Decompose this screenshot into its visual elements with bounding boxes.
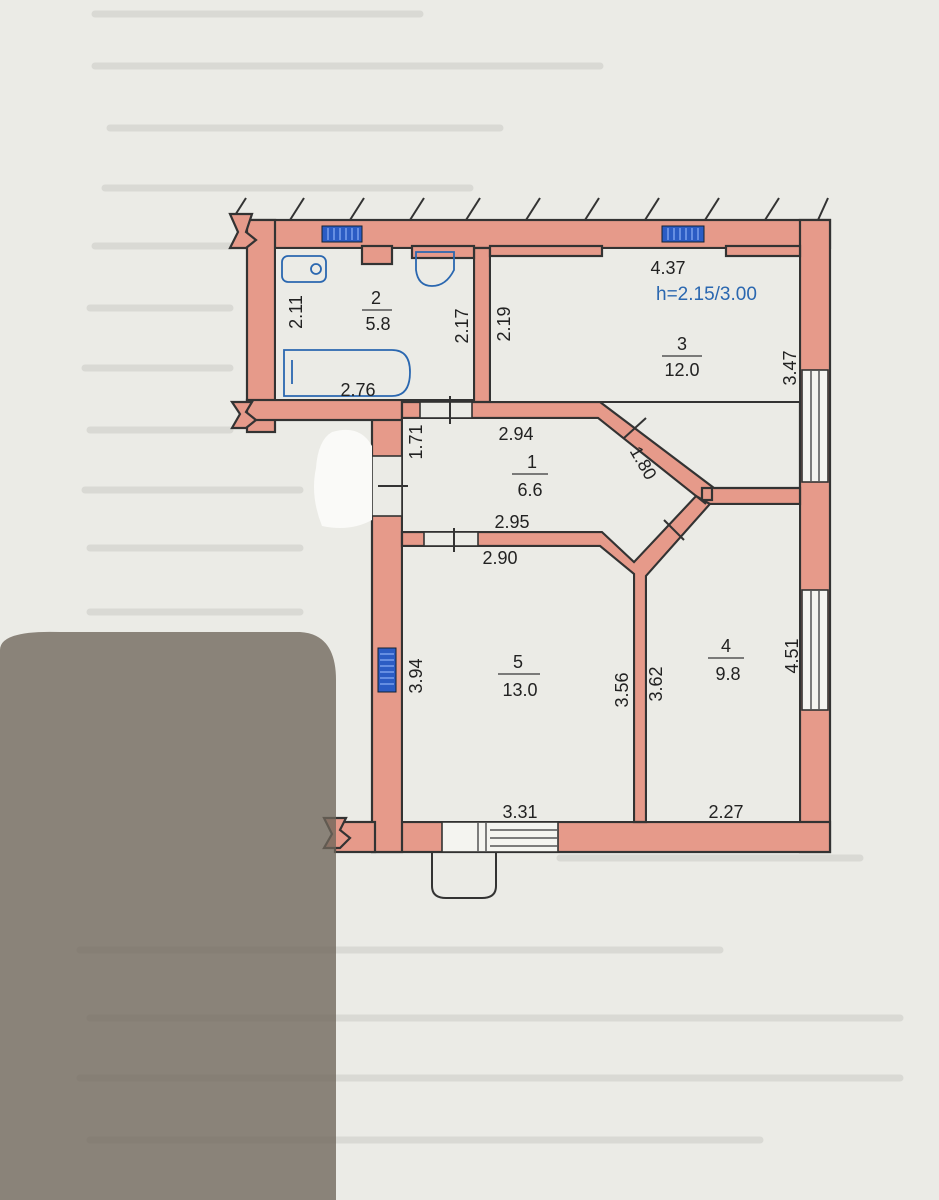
dim-room3-height-right: 3.47 — [780, 350, 800, 385]
room-2-number: 2 — [371, 288, 381, 308]
dim-room3-width: 4.37 — [650, 258, 685, 278]
balcony-outline — [431, 852, 497, 899]
dim-room5-height-left: 3.94 — [406, 658, 426, 693]
break-mark-mid-left — [229, 400, 258, 430]
dim-bath-height-right: 2.17 — [452, 308, 472, 343]
bathroom-fixtures — [281, 251, 455, 397]
dim-bath-height-left: 2.11 — [286, 295, 306, 329]
washbasin-icon — [281, 255, 327, 283]
dim-corridor-bottom: 2.95 — [494, 512, 529, 532]
radiator-room-3 — [661, 225, 705, 243]
wall-junction — [700, 486, 714, 502]
room-2-floor — [274, 247, 475, 401]
dim-room5-bottom: 3.31 — [502, 802, 537, 822]
walls — [245, 218, 832, 854]
wall-bottom — [370, 820, 832, 854]
room-3-floor — [489, 247, 801, 403]
ceiling-height-note: h=2.15/3.00 — [656, 284, 757, 305]
radiator-room-5 — [377, 647, 397, 693]
toilet-icon — [415, 251, 455, 287]
dim-corridor-height: 1.71 — [406, 424, 426, 459]
room-4-floor — [645, 503, 801, 823]
wall-bath-bottom — [245, 398, 404, 422]
washbasin-drain-icon — [310, 263, 322, 275]
dim-room4-height-left: 3.62 — [646, 666, 666, 701]
dim-room4-bottom: 2.27 — [708, 802, 743, 822]
dim-corridor-top: 2.94 — [498, 424, 533, 444]
room-1-number: 1 — [527, 452, 537, 472]
break-mark-top-left — [228, 212, 258, 250]
room-3-area: 12.0 — [664, 360, 699, 380]
wall-bath-room3 — [472, 246, 492, 418]
hand-shadow — [0, 631, 336, 1200]
balcony-door — [431, 821, 559, 899]
window-room-4 — [801, 589, 829, 711]
wall-right — [798, 218, 832, 854]
bathtub-icon — [283, 349, 411, 397]
window-room-3 — [801, 369, 829, 483]
room-5-floor — [401, 545, 635, 823]
wall-bump-1 — [360, 244, 394, 266]
room-5-area: 13.0 — [502, 680, 537, 700]
room-4-area: 9.8 — [715, 664, 740, 684]
dim-bath-width: 2.76 — [340, 380, 375, 400]
dim-room4-height-right: 4.51 — [782, 638, 802, 673]
room-5-number: 5 — [513, 652, 523, 672]
room-1-area: 6.6 — [517, 480, 542, 500]
dim-room3-height-left: 2.19 — [494, 306, 514, 341]
room-2-area: 5.8 — [365, 314, 390, 334]
radiators — [321, 225, 705, 693]
room-4-number: 4 — [721, 636, 731, 656]
white-smudge — [314, 429, 372, 528]
door-openings — [371, 396, 685, 552]
wall-bump-4 — [724, 244, 802, 258]
dim-room5-top: 2.90 — [482, 548, 517, 568]
wall-bump-3 — [488, 244, 604, 258]
dim-room5-height-right: 3.56 — [612, 672, 632, 707]
room-3-number: 3 — [677, 334, 687, 354]
